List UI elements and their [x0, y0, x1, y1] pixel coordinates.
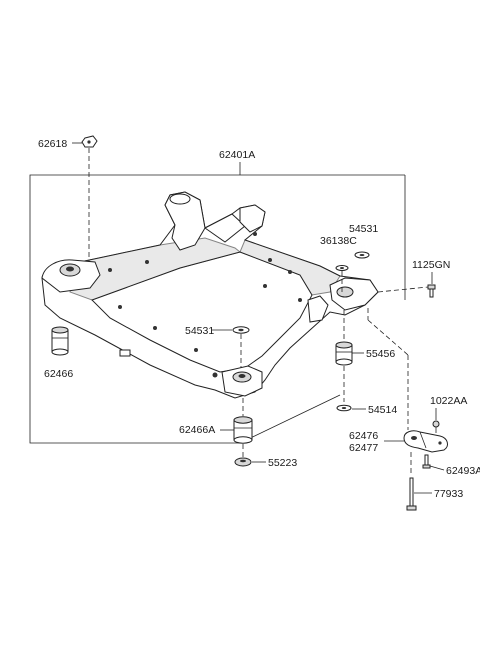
label-62493: 62493A: [446, 465, 480, 477]
bolt-1125GN-icon: [427, 284, 436, 298]
label-1022AA: 1022AA: [430, 395, 467, 407]
assembly-frame: [29, 174, 406, 444]
bolt-77933-icon: [406, 477, 417, 511]
washer-55223-icon: [234, 457, 252, 467]
label-55223: 55223: [268, 457, 297, 469]
bracket-62476-icon: [403, 430, 448, 453]
bolt-1022AA-icon: [432, 420, 440, 433]
label-62466A: 62466A: [179, 424, 215, 436]
washer-54514-icon: [336, 404, 352, 412]
label-54531-upper: 54531: [349, 223, 378, 235]
label-54514: 54514: [368, 404, 397, 416]
bushing-55456-icon: [335, 341, 353, 366]
bolt-62493-icon: [422, 454, 431, 469]
label-62618: 62618: [38, 138, 67, 150]
label-77933: 77933: [434, 488, 463, 500]
label-54531-middle: 54531: [185, 325, 214, 337]
washer-36138C-icon: [335, 265, 349, 271]
label-62477: 62477: [349, 442, 378, 454]
crossmember-subframe: [41, 191, 379, 399]
washer-54531-upper-icon: [354, 251, 370, 259]
label-1125GN: 1125GN: [412, 259, 450, 271]
label-55456: 55456: [366, 348, 395, 360]
bushing-62466A-icon: [233, 416, 253, 444]
washer-54531-middle-icon: [232, 326, 250, 334]
bushing-62466-icon: [51, 326, 69, 356]
label-62476: 62476: [349, 430, 378, 442]
label-36138C: 36138C: [320, 235, 357, 247]
label-62401A: 62401A: [219, 149, 255, 161]
nut-62618-icon: [81, 135, 98, 148]
label-62466: 62466: [44, 368, 73, 380]
